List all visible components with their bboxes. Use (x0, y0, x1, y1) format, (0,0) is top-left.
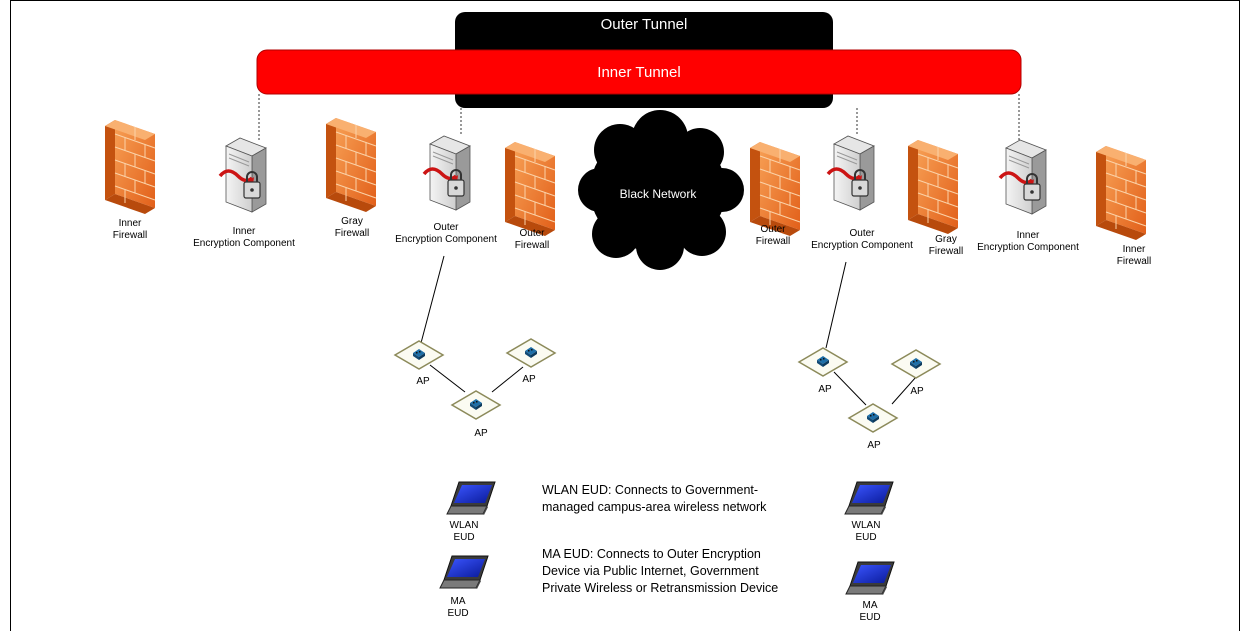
outer-encryption-left-label: Outer Encryption Component (395, 222, 497, 245)
inner-encryption-right-label: Inner Encryption Component (977, 230, 1079, 253)
ap-links (420, 255, 917, 406)
inner-tunnel-label: Inner Tunnel (597, 64, 681, 81)
inner-tunnel-bar (256, 49, 1022, 95)
ap-right-3-icon (848, 403, 898, 433)
ap-right-3-label: AP (867, 440, 881, 451)
black-network-label: Black Network (619, 187, 697, 201)
wlan-eud-right-label: WLAN EUD (851, 520, 881, 543)
ap-right-1-label: AP (818, 384, 832, 395)
outer-encryption-right-label: Outer Encryption Component (811, 228, 913, 251)
ma-eud-description: MA EUD: Connects to Outer Encryption Dev… (542, 547, 779, 595)
gray-firewall-left-label: Gray Firewall (334, 216, 370, 239)
outer-encryption-right-icon (826, 134, 876, 212)
wlan-eud-left-label: WLAN EUD (449, 520, 479, 543)
ap-left-3-label: AP (474, 428, 488, 439)
ap-right-1-icon (798, 347, 848, 377)
ap-left-2-label: AP (522, 374, 536, 385)
ap-left-1-label: AP (416, 376, 430, 387)
tunnel-connectors (258, 94, 1020, 140)
outer-encryption-left-icon (422, 134, 472, 212)
gray-firewall-right-label: Gray Firewall (928, 234, 964, 257)
ap-left-1-icon (394, 340, 444, 370)
ap-left-3-icon (451, 390, 501, 420)
inner-firewall-left-icon (104, 119, 156, 226)
wlan-eud-description: WLAN EUD: Connects to Government- manage… (542, 483, 767, 514)
inner-encryption-left-icon (218, 136, 268, 214)
ma-eud-left-label: MA EUD (447, 596, 469, 619)
ma-eud-right-icon (845, 561, 895, 596)
wlan-eud-right-icon (844, 481, 894, 516)
ap-right-2-icon (891, 349, 941, 379)
wlan-eud-left-icon (446, 481, 496, 516)
inner-firewall-right-icon (1095, 145, 1147, 252)
outer-tunnel-label: Outer Tunnel (600, 16, 688, 33)
ma-eud-right-label: MA EUD (859, 600, 881, 623)
ap-right-2-label: AP (910, 386, 924, 397)
inner-firewall-right-label: Inner Firewall (1116, 244, 1152, 267)
outer-firewall-left-label: Outer Firewall (514, 228, 550, 251)
cloud-icon (578, 110, 744, 270)
inner-encryption-right-icon (998, 138, 1048, 216)
ma-eud-left-icon (439, 555, 489, 590)
gray-firewall-left-icon (325, 117, 377, 224)
outer-firewall-right-label: Outer Firewall (755, 224, 791, 247)
inner-firewall-left-label: Inner Firewall (112, 218, 148, 241)
ap-left-2-icon (506, 338, 556, 368)
inner-encryption-left-label: Inner Encryption Component (193, 226, 295, 249)
